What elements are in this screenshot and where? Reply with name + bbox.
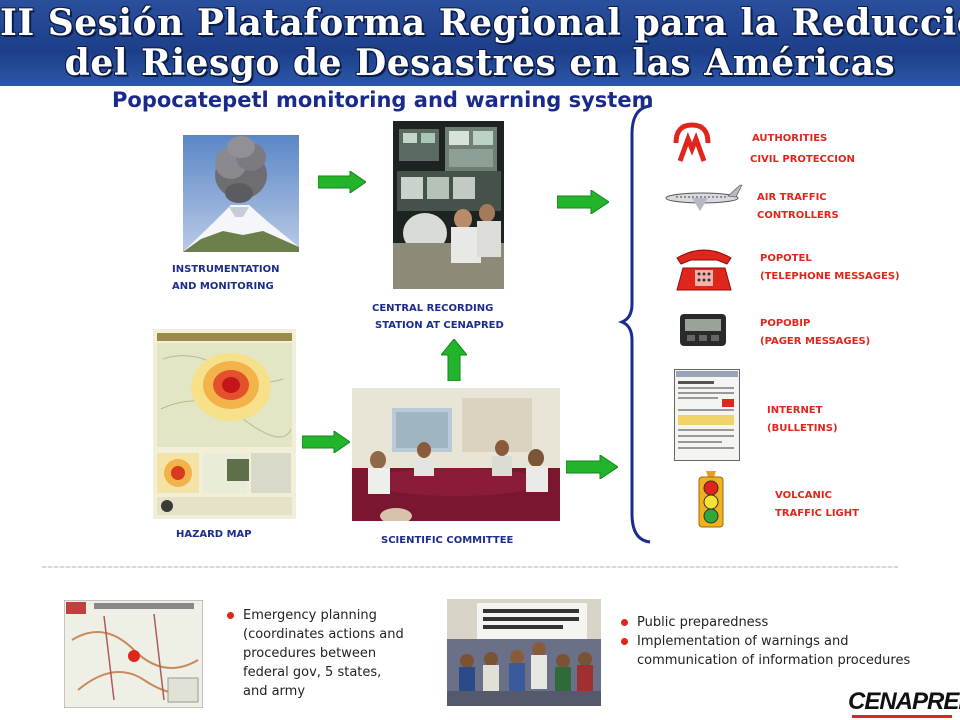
emergency-planning-line4: federal gov, 5 states,	[243, 665, 382, 680]
internet-label: INTERNET (BULLETINS)	[767, 402, 838, 438]
internet-label-line2: (BULLETINS)	[767, 423, 838, 434]
emergency-planning-line5: and army	[243, 684, 306, 699]
popobip-label-line2: (PAGER MESSAGES)	[760, 336, 871, 347]
scientific-committee-caption: SCIENTIFIC COMMITTEE	[381, 535, 514, 546]
arrow-hazard-to-committee	[302, 431, 350, 453]
public-meeting-photo	[447, 599, 601, 706]
scientific-committee-photo	[352, 388, 560, 521]
arrow-station-to-outputs	[557, 190, 609, 214]
list-item: Implementation of warnings and communica…	[621, 632, 910, 670]
pager-icon	[680, 314, 726, 346]
instrumentation-caption: INSTRUMENTATION AND MONITORING	[172, 261, 280, 295]
traffic-light-label-line2: TRAFFIC LIGHT	[775, 508, 859, 519]
header-banner: II Sesión Plataforma Regional para la Re…	[0, 0, 960, 86]
evacuation-routes-map	[64, 600, 203, 708]
banner-title-line2: del Riesgo de Desastres en las Américas	[64, 42, 896, 84]
civil-protection-icon	[673, 122, 711, 162]
emergency-planning-list: Emergency planning (coordinates actions …	[227, 606, 404, 701]
public-preparedness-list: Public preparedness Implementation of wa…	[621, 613, 910, 670]
instrumentation-caption-line2: AND MONITORING	[172, 281, 274, 292]
central-station-caption-line2: STATION AT CENAPRED	[375, 320, 504, 331]
bullet-icon	[621, 619, 628, 626]
warnings-line2: communication of information procedures	[637, 653, 911, 668]
emergency-planning-line1: Emergency planning	[243, 608, 377, 623]
internet-label-line1: INTERNET	[767, 405, 823, 416]
banner-title-line1: II Sesión Plataforma Regional para la Re…	[0, 2, 960, 44]
telephone-icon	[676, 249, 732, 291]
authorities-label-line1: AUTHORITIES	[752, 133, 828, 144]
list-item: Public preparedness	[621, 613, 910, 632]
bullet-icon	[227, 612, 234, 619]
hazard-map-caption: HAZARD MAP	[176, 529, 252, 540]
hazard-map-image	[153, 329, 296, 519]
section-divider	[42, 566, 898, 568]
volcano-photo	[183, 135, 299, 252]
popobip-label-line1: POPOBIP	[760, 318, 811, 329]
air-traffic-label-line1: AIR TRAFFIC	[757, 192, 827, 203]
popotel-label-line2: (TELEPHONE MESSAGES)	[760, 271, 900, 282]
authorities-label: AUTHORITIES CIVIL PROTECCION	[750, 128, 855, 170]
central-station-caption: CENTRAL RECORDING STATION AT CENAPRED	[372, 300, 504, 334]
arrow-committee-to-outputs	[566, 455, 618, 479]
emergency-planning-line3: procedures between	[243, 646, 377, 661]
central-station-photo	[393, 121, 504, 289]
page-title: Popocatepetl monitoring and warning syst…	[112, 88, 654, 112]
air-traffic-label-line2: CONTROLLERS	[757, 210, 839, 221]
popobip-label: POPOBIP (PAGER MESSAGES)	[760, 315, 870, 351]
central-station-caption-line1: CENTRAL RECORDING	[372, 303, 494, 314]
outputs-brace	[618, 104, 651, 544]
warnings-line1: Implementation of warnings and	[637, 634, 849, 649]
cenapred-logo: CENAPRED	[848, 688, 960, 715]
popotel-label-line1: POPOTEL	[760, 253, 812, 264]
cenapred-logo-underline	[852, 715, 952, 718]
traffic-light-icon	[698, 471, 724, 528]
emergency-planning-line2: (coordinates actions and	[243, 627, 404, 642]
air-traffic-label: AIR TRAFFIC CONTROLLERS	[757, 189, 839, 225]
arrow-volcano-to-station	[318, 171, 366, 193]
bullet-icon	[621, 638, 628, 645]
popotel-label: POPOTEL (TELEPHONE MESSAGES)	[760, 250, 900, 286]
list-item: Emergency planning (coordinates actions …	[227, 606, 404, 701]
instrumentation-caption-line1: INSTRUMENTATION	[172, 264, 280, 275]
traffic-light-label-line1: VOLCANIC	[775, 490, 832, 501]
airplane-icon	[665, 184, 743, 211]
authorities-label-line2: CIVIL PROTECCION	[750, 154, 855, 165]
public-preparedness-line1: Public preparedness	[637, 615, 769, 630]
web-bulletin-icon	[674, 369, 740, 461]
traffic-light-label: VOLCANIC TRAFFIC LIGHT	[775, 487, 859, 523]
arrow-committee-to-station	[441, 339, 467, 381]
